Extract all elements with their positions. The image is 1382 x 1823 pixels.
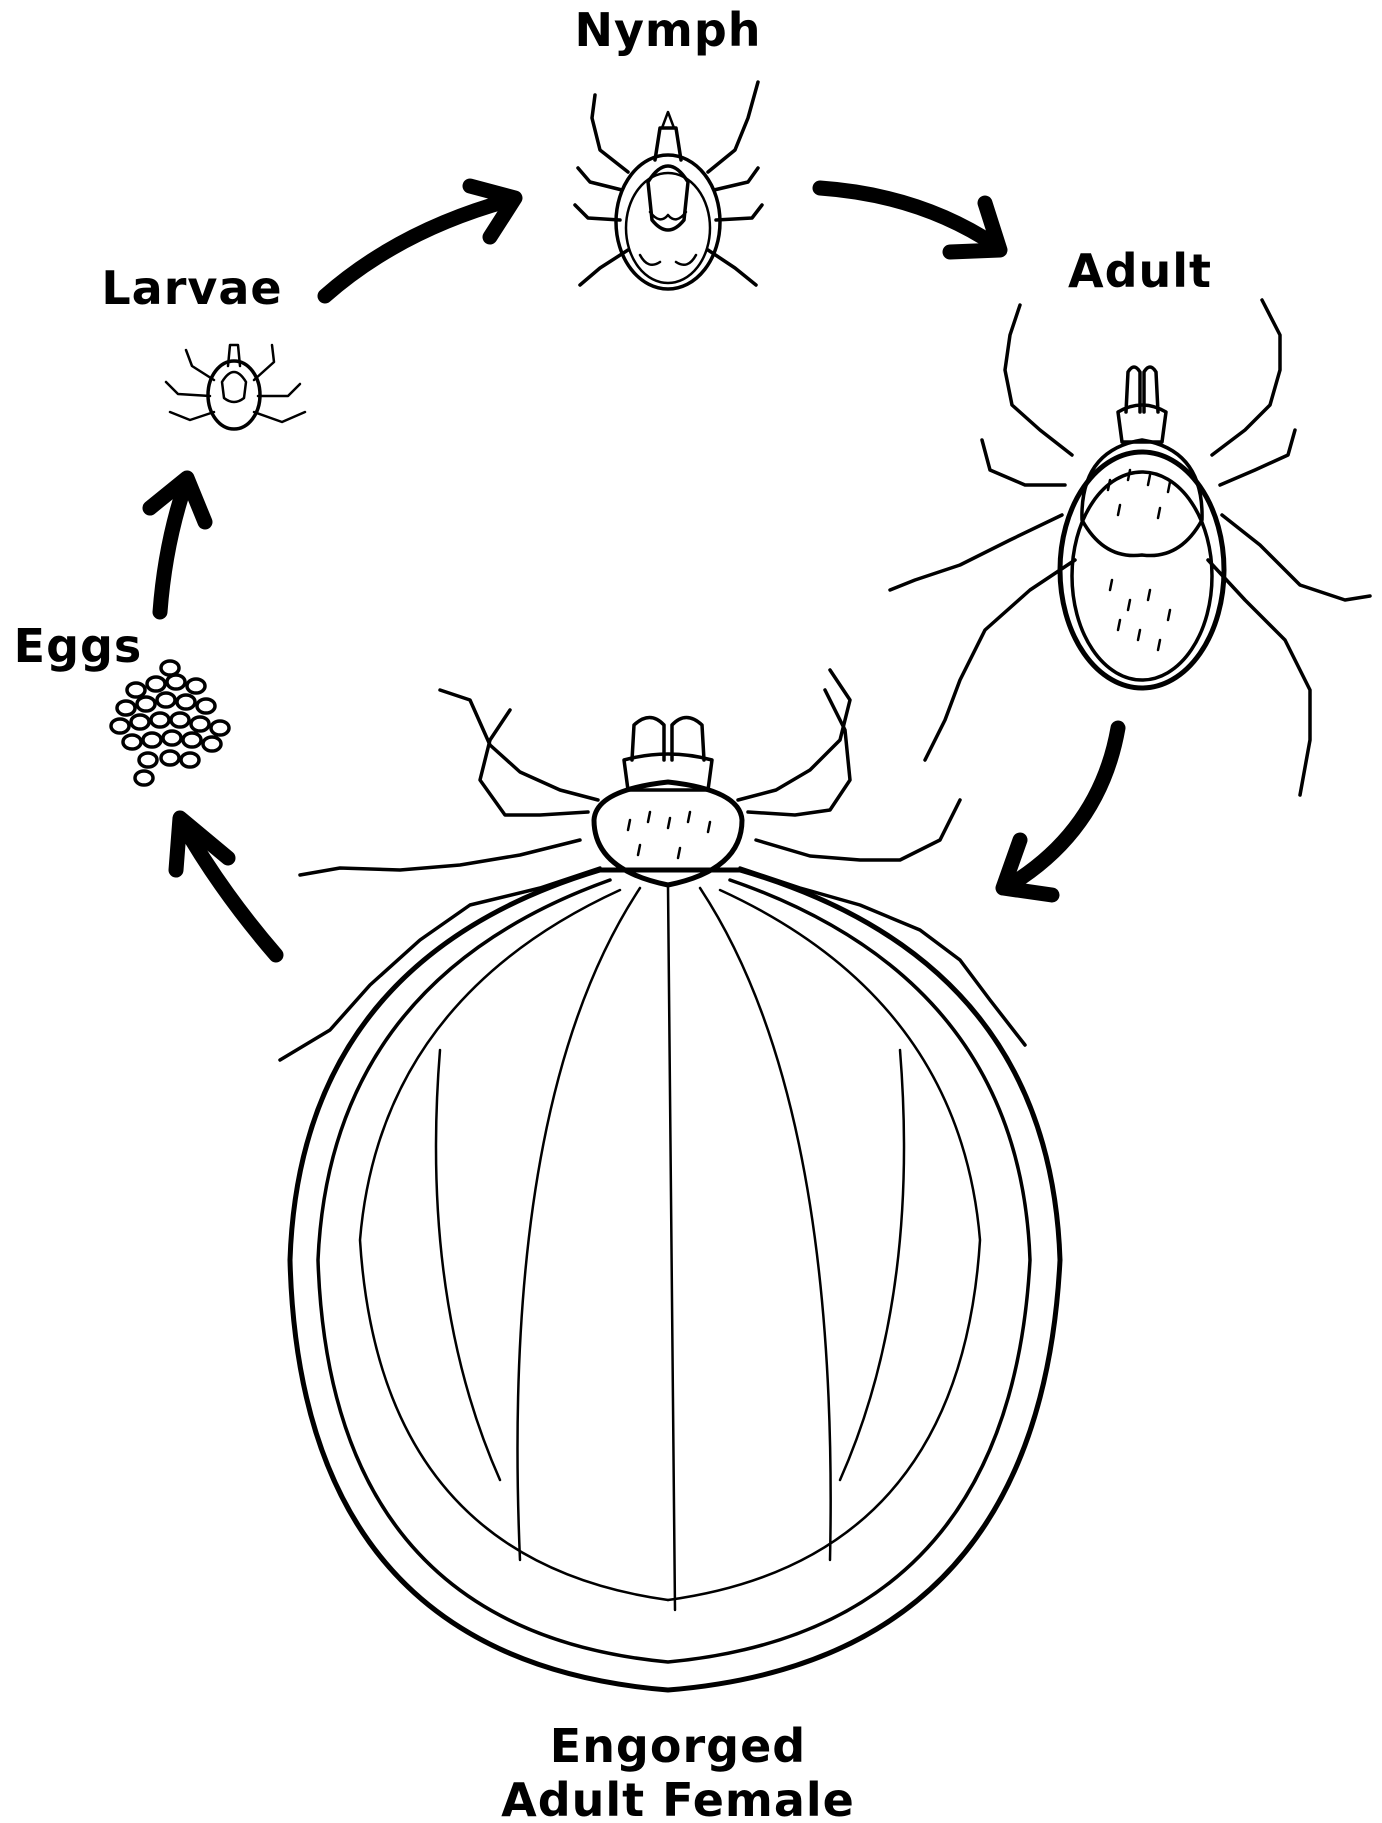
adult-label: Adult: [1068, 244, 1212, 298]
larvae-label: Larvae: [101, 261, 282, 315]
nymph-tick-illustration: [575, 82, 762, 289]
arrow-eggs-to-larvae: [150, 478, 205, 612]
larva-tick-illustration: [166, 345, 305, 429]
eggs-cluster-illustration: [111, 661, 229, 785]
eggs-label: Eggs: [14, 619, 143, 673]
adult-tick-illustration: [890, 300, 1370, 795]
engorged-label-line1: Engorged: [550, 1719, 806, 1773]
arrow-adult-to-engorged: [1003, 728, 1118, 895]
arrow-larvae-to-nymph: [325, 186, 515, 296]
arrow-nymph-to-adult: [820, 188, 1000, 252]
engorged-label-line2: Adult Female: [501, 1773, 855, 1823]
engorged-female-tick-illustration: [280, 670, 1060, 1690]
nymph-label: Nymph: [574, 3, 761, 57]
arrow-engorged-to-eggs: [176, 818, 276, 955]
